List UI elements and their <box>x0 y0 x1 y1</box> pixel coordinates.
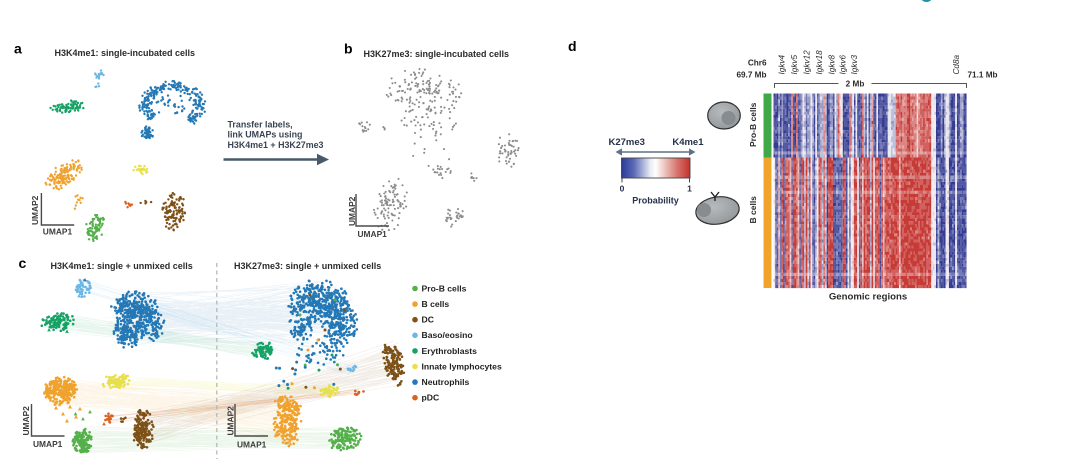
svg-text:Igkv3: Igkv3 <box>850 54 859 74</box>
svg-text:Transfer labels,: Transfer labels, <box>228 119 293 129</box>
svg-text:2 Mb: 2 Mb <box>846 80 865 89</box>
svg-text:Baso/eosino: Baso/eosino <box>422 330 473 340</box>
svg-text:Erythroblasts: Erythroblasts <box>422 346 478 356</box>
svg-text:H3K4me1 + H3K27me3: H3K4me1 + H3K27me3 <box>228 140 324 150</box>
svg-text:UMAP2: UMAP2 <box>30 195 40 225</box>
svg-text:B cells: B cells <box>748 196 758 224</box>
svg-text:1: 1 <box>687 184 692 194</box>
svg-text:Igkv18: Igkv18 <box>815 50 824 75</box>
svg-text:UMAP2: UMAP2 <box>226 406 236 436</box>
svg-text:0: 0 <box>620 184 625 194</box>
svg-text:Igkv4: Igkv4 <box>778 54 787 74</box>
svg-text:UMAP2: UMAP2 <box>21 406 31 436</box>
svg-text:Chr6: Chr6 <box>748 59 767 68</box>
svg-text:K4me1: K4me1 <box>672 137 704 148</box>
svg-text:pDC: pDC <box>422 393 440 403</box>
svg-text:H3K27me3: single + unmixed cel: H3K27me3: single + unmixed cells <box>234 261 381 271</box>
svg-text:Innate lymphocytes: Innate lymphocytes <box>422 361 502 371</box>
svg-text:H3K4me1: single + unmixed cell: H3K4me1: single + unmixed cells <box>51 261 193 271</box>
svg-text:H3K4me1: single-incubated cell: H3K4me1: single-incubated cells <box>55 48 196 58</box>
svg-text:UMAP1: UMAP1 <box>33 439 63 449</box>
svg-text:B cells: B cells <box>422 299 450 309</box>
svg-text:UMAP2: UMAP2 <box>347 196 357 226</box>
svg-text:UMAP1: UMAP1 <box>237 440 267 450</box>
svg-text:d: d <box>568 38 577 54</box>
svg-text:b: b <box>344 41 353 57</box>
svg-text:link UMAPs using: link UMAPs using <box>228 130 303 140</box>
svg-text:Genomic regions: Genomic regions <box>829 292 907 303</box>
svg-text:Neutrophils: Neutrophils <box>422 377 470 387</box>
svg-text:Pro-B cells: Pro-B cells <box>748 102 758 147</box>
svg-text:69.7 Mb: 69.7 Mb <box>736 71 766 80</box>
svg-text:c: c <box>19 255 27 271</box>
svg-text:Igkv8: Igkv8 <box>828 54 837 74</box>
svg-text:Igkv12: Igkv12 <box>803 50 812 75</box>
svg-text:Igkv6: Igkv6 <box>839 54 848 74</box>
svg-text:Cd8a: Cd8a <box>952 54 961 74</box>
svg-text:UMAP1: UMAP1 <box>43 227 73 237</box>
svg-text:71.1 Mb: 71.1 Mb <box>968 71 998 80</box>
svg-text:UMAP1: UMAP1 <box>358 229 388 239</box>
svg-text:K27me3: K27me3 <box>609 137 645 148</box>
svg-text:Pro-B cells: Pro-B cells <box>422 283 467 293</box>
svg-text:H3K27me3: single-incubated cel: H3K27me3: single-incubated cells <box>364 49 510 59</box>
svg-text:a: a <box>14 41 22 57</box>
svg-text:Igkv5: Igkv5 <box>790 54 799 74</box>
svg-text:DC: DC <box>422 315 434 325</box>
svg-text:Probability: Probability <box>632 196 679 206</box>
